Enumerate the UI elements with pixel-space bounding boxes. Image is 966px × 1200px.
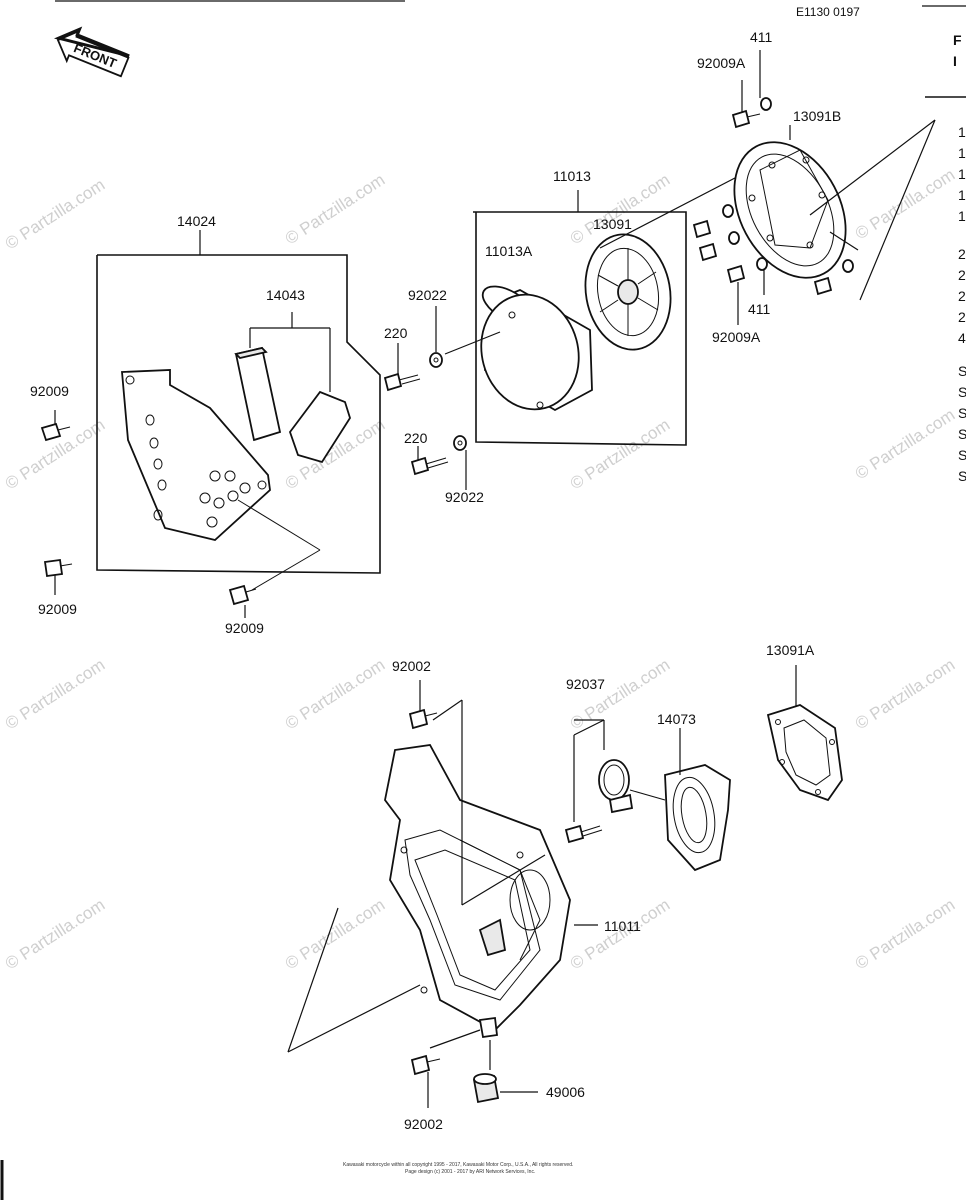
gasket-13091a	[766, 665, 843, 802]
watermark-7: © Partzilla.com	[567, 415, 673, 493]
side-text-13: S	[958, 384, 966, 400]
housing-pointer-lines	[287, 699, 598, 1053]
side-text-0: F	[953, 32, 962, 48]
watermark-10: © Partzilla.com	[282, 655, 388, 733]
leader-holder-to-cover	[599, 164, 761, 249]
air-cleaner-housing	[384, 744, 571, 1039]
label-11013a: 11013A	[485, 243, 533, 259]
leader-bolt-to-element	[444, 331, 501, 355]
cover-pointer-lines	[789, 119, 936, 301]
watermark-13: © Partzilla.com	[2, 895, 108, 973]
screw-left-group	[40, 410, 321, 618]
watermark-9: © Partzilla.com	[2, 655, 108, 733]
watermark-8: © Partzilla.com	[852, 405, 958, 483]
element-frame	[473, 190, 687, 446]
side-text-5: 1	[958, 187, 966, 203]
label-92022-top: 92022	[408, 287, 447, 303]
label-92002-top: 92002	[392, 658, 431, 674]
label-14043: 14043	[266, 287, 305, 303]
watermark-12: © Partzilla.com	[852, 655, 958, 733]
side-text-7: 2	[958, 246, 966, 262]
cover-plate-13091b	[733, 141, 847, 279]
watermark-2: © Partzilla.com	[282, 170, 388, 248]
side-text-11: 4	[958, 330, 966, 346]
label-92002-bottom: 92002	[404, 1116, 443, 1132]
watermark-4: © Partzilla.com	[852, 165, 958, 243]
label-411-bottom: 411	[748, 301, 771, 317]
label-220-bottom: 220	[404, 430, 428, 446]
label-14073: 14073	[657, 711, 696, 727]
housing-screws	[408, 680, 538, 1108]
label-13091: 13091	[593, 216, 632, 232]
watermark-16: © Partzilla.com	[852, 895, 958, 973]
label-11013: 11013	[553, 168, 591, 184]
element-holder	[584, 233, 672, 351]
side-text-8: 2	[958, 267, 966, 283]
label-14024: 14024	[177, 213, 216, 229]
label-411-top: 411	[750, 29, 773, 45]
side-text-15: S	[958, 426, 966, 442]
bolt-220-top	[383, 306, 443, 392]
cover-screws	[692, 50, 854, 325]
label-92037: 92037	[566, 676, 605, 692]
watermark-1: © Partzilla.com	[2, 175, 108, 253]
side-text-2: 1	[958, 124, 966, 140]
front-arrow-icon: FRONT	[53, 26, 130, 78]
label-92009-left: 92009	[30, 383, 69, 399]
label-11011: 11011	[604, 918, 641, 934]
side-text-9: 2	[958, 288, 966, 304]
clamp-and-duct	[564, 719, 731, 872]
label-13091a: 13091A	[766, 642, 815, 658]
side-text-12: S	[958, 363, 966, 379]
side-text-1: I	[953, 53, 957, 69]
side-text-10: 2	[958, 309, 966, 325]
side-cover-plate	[121, 369, 271, 541]
label-13091b: 13091B	[793, 108, 841, 124]
side-text-17: S	[958, 468, 966, 484]
side-text-16: S	[958, 447, 966, 463]
label-92009-bottom-mid: 92009	[225, 620, 264, 636]
footer-copyright-line1: Kawasaki motorcycle within all copyright…	[343, 1162, 573, 1168]
side-text-3: 1	[958, 145, 966, 161]
side-text-4: 1	[958, 166, 966, 182]
label-92009a-bottom: 92009A	[712, 329, 761, 345]
side-text-column: F I 1 1 1 1 1 2 2 2 2 4 S S S S S S	[953, 32, 966, 484]
label-92009a-top: 92009A	[697, 55, 746, 71]
side-cover-frame	[96, 230, 381, 574]
part-labels: 411 92009A 13091B 11013 13091 11013A 140…	[30, 29, 841, 1132]
bolt-220-bottom	[410, 435, 467, 490]
footer-copyright-line2: Page design (c) 2001 - 2017 by ARI Netwo…	[405, 1169, 535, 1175]
watermark-15: © Partzilla.com	[567, 895, 673, 973]
label-92022-bottom: 92022	[445, 489, 484, 505]
label-49006: 49006	[546, 1084, 585, 1100]
air-filter-element	[480, 285, 593, 412]
side-cover-pads	[234, 312, 351, 464]
watermark-14: © Partzilla.com	[282, 895, 388, 973]
diagram-reference: E1130 0197	[796, 5, 860, 19]
side-text-6: 1	[958, 208, 966, 224]
label-220-top: 220	[384, 325, 408, 341]
side-text-14: S	[958, 405, 966, 421]
label-92009-bottom-left: 92009	[38, 601, 77, 617]
